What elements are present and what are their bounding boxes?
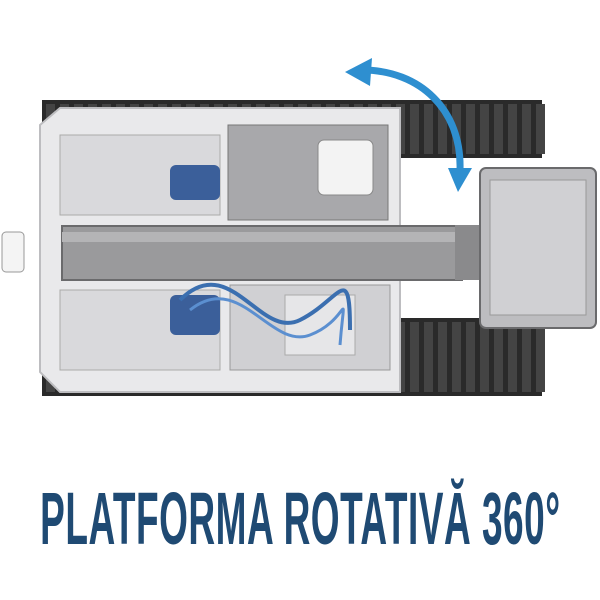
bucket-platform xyxy=(479,167,597,329)
track-tread xyxy=(466,104,475,154)
track-tread xyxy=(410,104,419,154)
excavator-top-view-illustration xyxy=(1,58,597,396)
boom-arm xyxy=(61,225,485,281)
track-tread xyxy=(480,322,489,392)
track-tread xyxy=(438,104,447,154)
caption-text: PLATFORMA ROTATIVĂ 360° xyxy=(39,476,561,560)
track-tread xyxy=(522,104,531,154)
track-tread xyxy=(452,322,461,392)
track-tread xyxy=(508,104,517,154)
rotation-arrow-icon xyxy=(345,58,472,192)
track-tread xyxy=(508,322,517,392)
track-tread xyxy=(410,322,419,392)
track-tread xyxy=(536,322,545,392)
track-tread xyxy=(494,322,503,392)
track-tread xyxy=(424,104,433,154)
track-tread xyxy=(438,322,447,392)
track-tread xyxy=(466,322,475,392)
track-tread xyxy=(536,104,545,154)
track-tread xyxy=(522,322,531,392)
track-tread xyxy=(424,322,433,392)
caption-banner: PLATFORMA ROTATIVĂ 360° xyxy=(0,476,600,560)
track-tread xyxy=(494,104,503,154)
track-tread xyxy=(480,104,489,154)
